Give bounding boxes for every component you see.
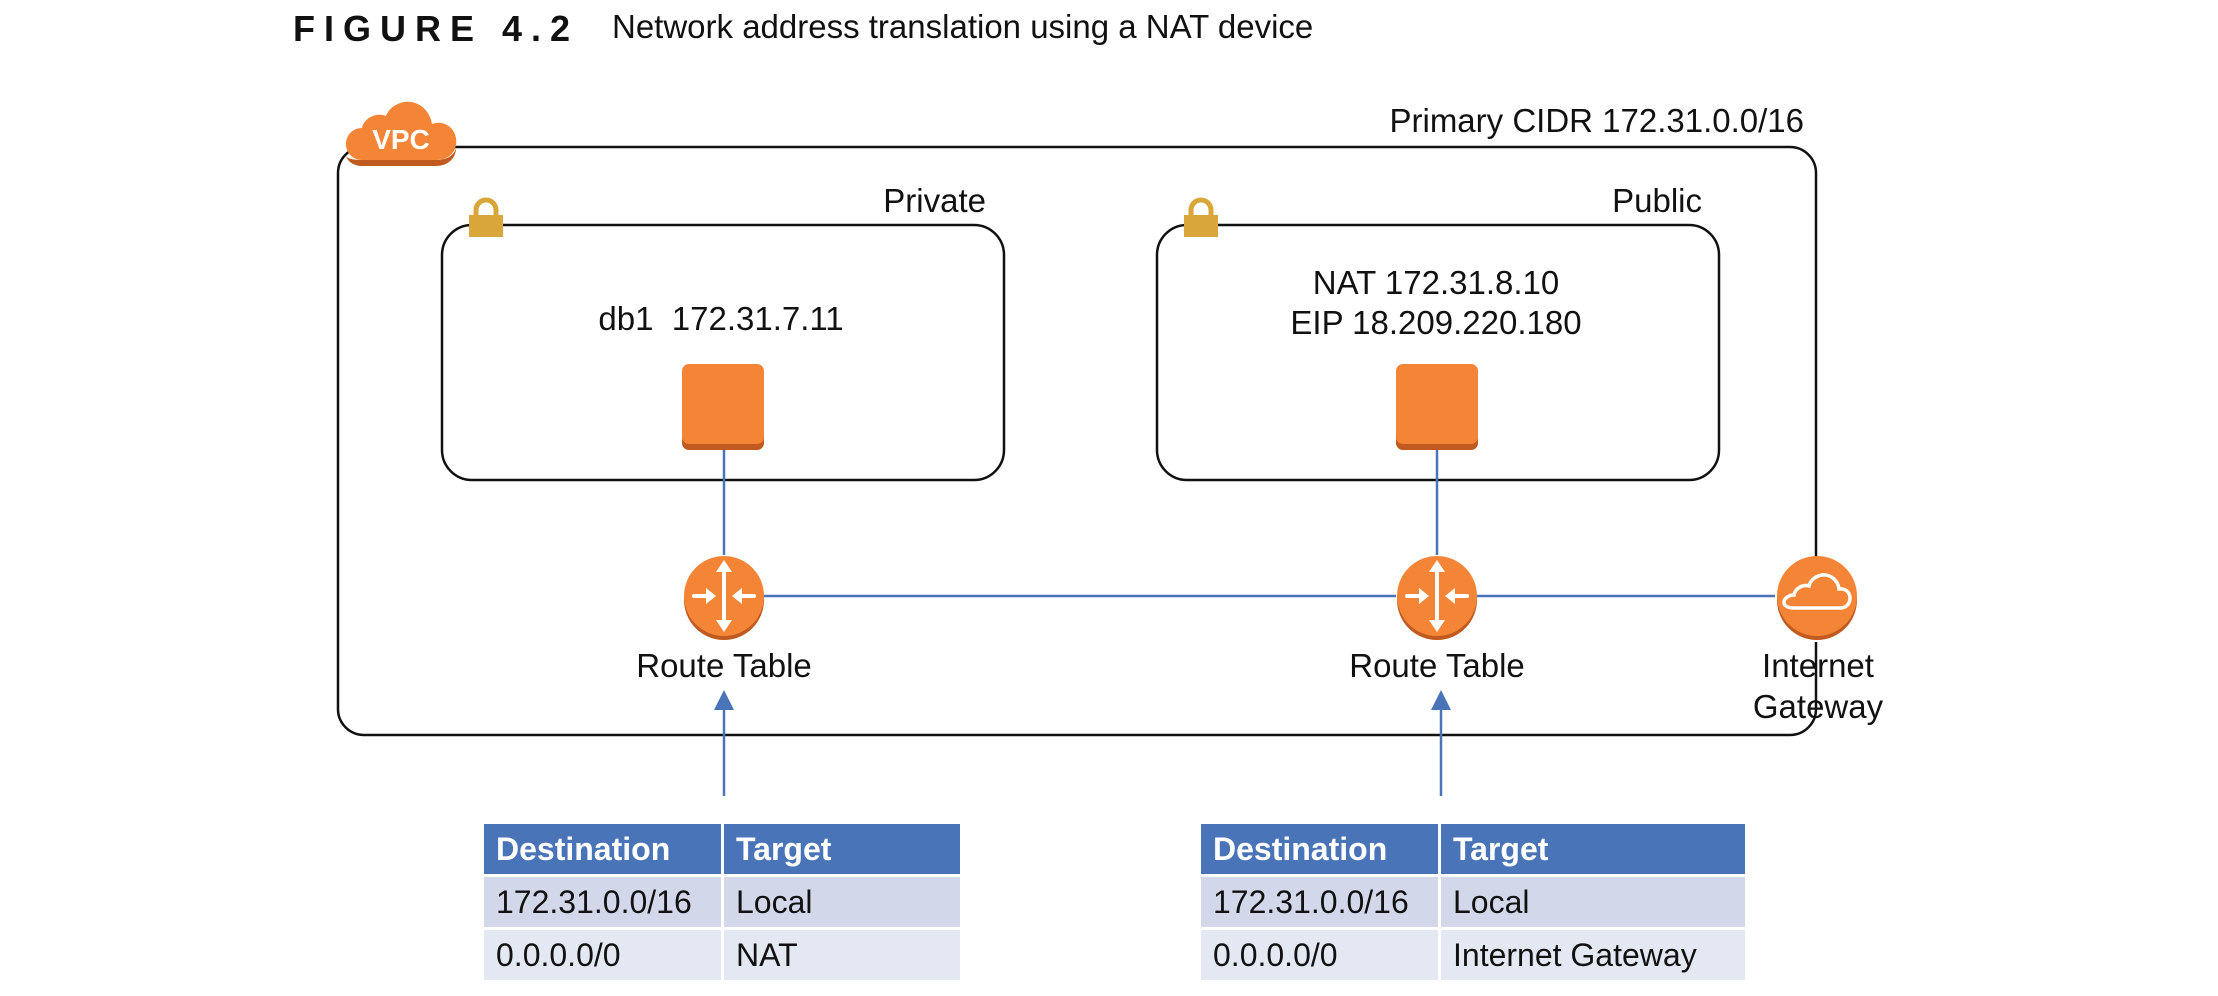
- table-cell: Local: [1441, 877, 1745, 927]
- arrow-up-icon: [714, 690, 734, 796]
- lock-icon: [1184, 197, 1218, 237]
- instance-icon: [682, 364, 764, 450]
- route-table-label: Route Table: [636, 647, 812, 684]
- internet-gateway-label-line2: Gateway: [1753, 688, 1884, 725]
- route-table-label: Route Table: [1349, 647, 1525, 684]
- figure-label: FIGURE 4.2: [293, 8, 580, 49]
- table-row: 172.31.0.0/16 Local: [484, 877, 960, 927]
- table-header-target: Target: [724, 824, 960, 874]
- public-route-table: Destination Target 172.31.0.0/16 Local 0…: [1198, 821, 1748, 983]
- lock-icon: [469, 197, 503, 237]
- table-row: 0.0.0.0/0 Internet Gateway: [1201, 930, 1745, 980]
- db1-instance-label: db1 172.31.7.11: [598, 300, 843, 337]
- table-cell: Internet Gateway: [1441, 930, 1745, 980]
- table-header-destination: Destination: [484, 824, 721, 874]
- router-icon: [1397, 556, 1477, 640]
- private-route-table: Destination Target 172.31.0.0/16 Local 0…: [481, 821, 963, 983]
- router-icon: [684, 556, 764, 640]
- table-row: 172.31.0.0/16 Local: [1201, 877, 1745, 927]
- public-subnet-label: Public: [1612, 182, 1702, 219]
- table-cell: 0.0.0.0/0: [1201, 930, 1438, 980]
- private-subnet-label: Private: [883, 182, 986, 219]
- arrow-up-icon: [1431, 690, 1451, 796]
- table-header-destination: Destination: [1201, 824, 1438, 874]
- table-cell: NAT: [724, 930, 960, 980]
- figure-caption: Network address translation using a NAT …: [612, 8, 1314, 45]
- vpc-cidr: Primary CIDR 172.31.0.0/16: [1389, 102, 1804, 139]
- table-cell: 172.31.0.0/16: [1201, 877, 1438, 927]
- instance-icon: [1396, 364, 1478, 450]
- internet-gateway-icon: [1777, 556, 1857, 642]
- table-cell: Local: [724, 877, 960, 927]
- vpc-cloud-icon: [346, 101, 457, 166]
- table-header-target: Target: [1441, 824, 1745, 874]
- nat-eip-label: EIP 18.209.220.180: [1290, 304, 1581, 341]
- table-cell: 0.0.0.0/0: [484, 930, 721, 980]
- vpc-container: [336, 145, 1818, 737]
- table-cell: 172.31.0.0/16: [484, 877, 721, 927]
- internet-gateway-label-line1: Internet: [1762, 647, 1874, 684]
- table-row: 0.0.0.0/0 NAT: [484, 930, 960, 980]
- nat-instance-label: NAT 172.31.8.10: [1313, 264, 1559, 301]
- vpc-badge-text: VPC: [372, 124, 430, 155]
